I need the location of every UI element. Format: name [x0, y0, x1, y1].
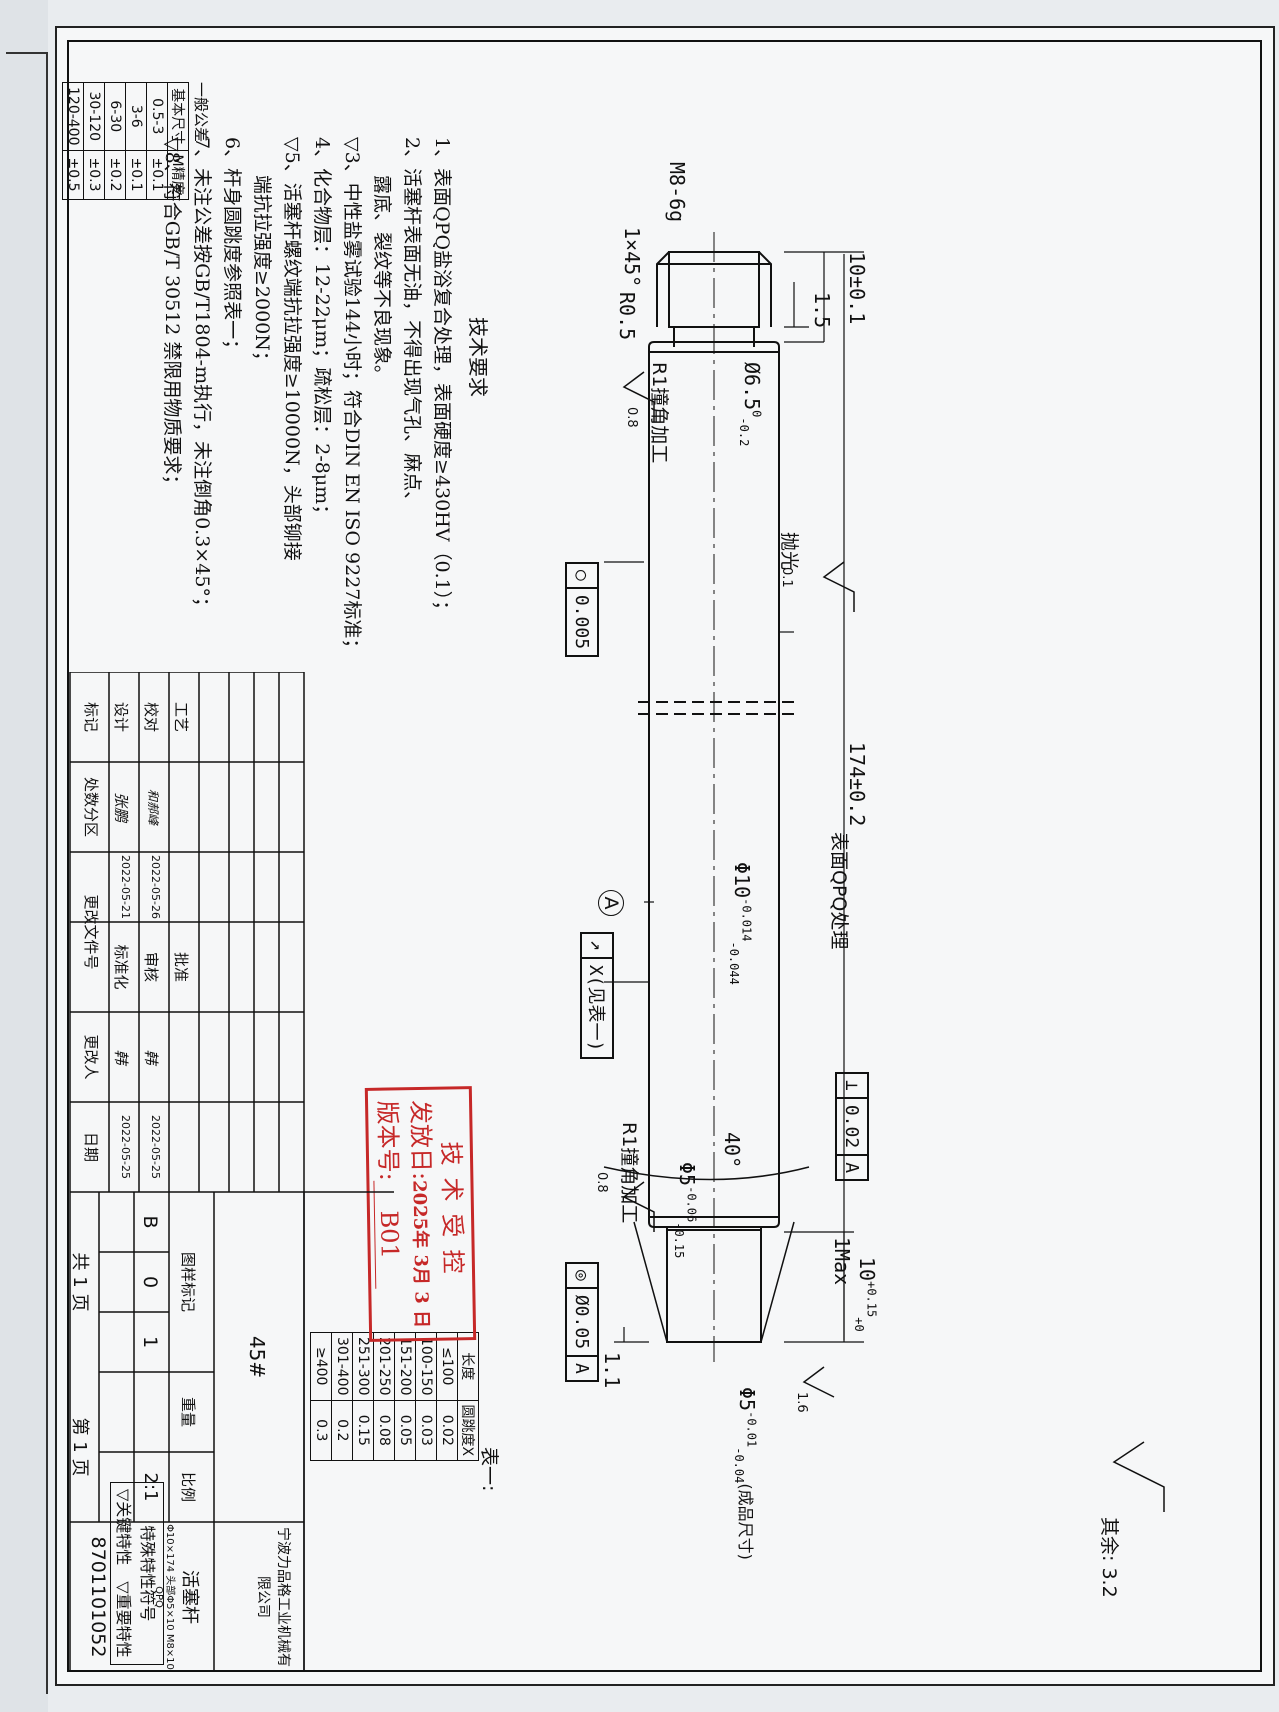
title-block: 标记 处数分区 更改文件号 更改人 日期 设计 校对 工艺 张鹏 和郝峰 202…	[69, 672, 394, 1672]
technical-requirements: 技术要求 1、表面QPQ盐浴复合处理，表面硬度≥430HV（0.1）； 2、活塞…	[157, 137, 494, 657]
radius-dim: R0.5	[615, 292, 639, 341]
r1-note-a: R1撞角加工	[648, 362, 670, 464]
part-spec: Φ10×174 头部Φ5×10 M8×10 QPQ	[153, 1524, 175, 1670]
part-name: 活塞杆	[179, 1570, 200, 1624]
drawing-sheet: M8-6g 1×45° R0.5 1.5 10±0.1 R1撞角加工 0.8 Ø…	[55, 26, 1275, 1686]
concentricity-icon: ◎	[567, 1264, 597, 1289]
tip-length: 10+0.15+0	[852, 1257, 879, 1332]
perpendicularity-fcf: ⊥ 0.02 A	[835, 1072, 869, 1182]
thread-length-dim: 1.5	[810, 292, 834, 329]
runout-table-title: 表一:	[478, 1447, 500, 1492]
material: 45#	[245, 1335, 269, 1379]
polish-note: 抛光	[778, 532, 800, 571]
tech-req-title: 技术要求	[466, 317, 490, 397]
chamfer-dim: 1×45°	[620, 227, 644, 288]
roughness-rest: 其余: 3.2	[1098, 1517, 1120, 1598]
roundness-icon: ○	[567, 564, 597, 589]
scan-edge	[0, 0, 48, 1712]
title-block-grid	[69, 672, 394, 1672]
general-tolerance-title: 一般公差	[192, 82, 210, 143]
rotated-drawing: M8-6g 1×45° R0.5 1.5 10±0.1 R1撞角加工 0.8 Ø…	[62, 42, 1264, 1674]
cone-lines	[633, 1221, 795, 1343]
roundness-fcf: ○ 0.005	[565, 562, 599, 658]
drawing-number: 8701101052	[87, 1536, 109, 1658]
thread-section-length: 10±0.1	[845, 252, 869, 325]
runout-icon: ↗	[582, 934, 612, 959]
diameter-5a: Φ5-0.06-0.15	[672, 1162, 699, 1259]
r1-note-b: R1撞角加工	[618, 1122, 640, 1224]
rod-body	[648, 341, 780, 1228]
diameter-5b: Φ5-0.01-0.04(成品尺寸)	[732, 1387, 759, 1560]
datum-a: A	[598, 890, 624, 916]
perpendicular-icon: ⊥	[837, 1074, 867, 1099]
thread-spec: M8-6g	[665, 162, 689, 223]
cone-angle: 40°	[720, 1132, 744, 1169]
roughness-08b: 0.8	[594, 1172, 609, 1193]
drawing-frame: M8-6g 1×45° R0.5 1.5 10±0.1 R1撞角加工 0.8 Ø…	[62, 40, 1264, 1674]
concentricity-fcf: ◎ Ø0.05 A	[565, 1262, 599, 1382]
thread-outline	[668, 251, 760, 328]
qpq-note: 表面QPQ处理	[828, 832, 850, 950]
neck-outline	[673, 327, 755, 347]
roughness-08a: 0.8	[624, 407, 639, 428]
roughness-16: 1.6	[794, 1392, 809, 1413]
tip-gap: 1.1	[600, 1352, 624, 1389]
diameter-10: Φ10-0.014-0.044	[727, 862, 754, 985]
max-1: 1Max	[830, 1237, 854, 1286]
diameter-65: Ø6.50-0.2	[737, 362, 764, 447]
company-name: 宁波力品格工业机械有限公司	[255, 1527, 291, 1667]
total-length: 174±0.2	[845, 742, 869, 827]
piston-rod-drawing	[603, 232, 1165, 1512]
runout-fcf: ↗ X(见表一)	[580, 932, 614, 1060]
roughness-01: 0.1	[779, 567, 794, 588]
